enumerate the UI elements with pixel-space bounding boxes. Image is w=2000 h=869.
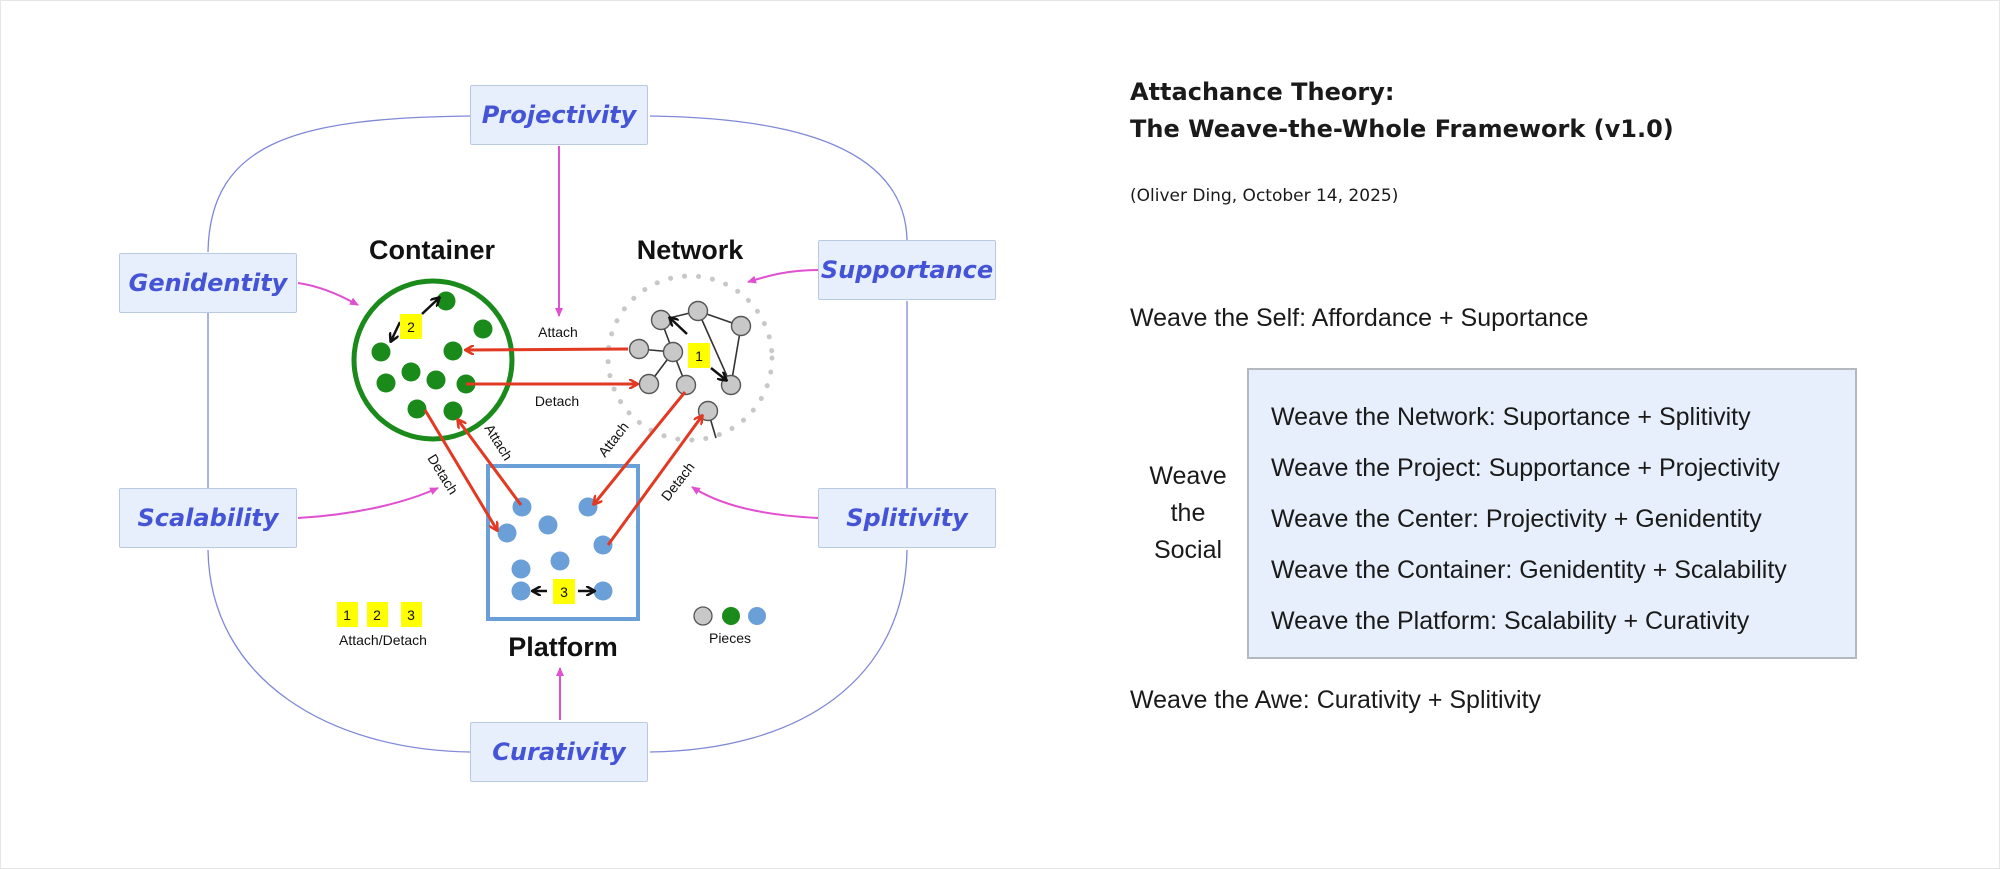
badge-2: 2	[400, 314, 422, 339]
piece	[662, 341, 684, 363]
network-pieces	[628, 300, 752, 422]
legend-badges-label: Attach/Detach	[339, 632, 427, 648]
piece	[578, 497, 598, 517]
legend-blue-piece	[748, 607, 766, 625]
concept-arrows	[297, 146, 819, 720]
svg-text:1: 1	[695, 348, 703, 364]
piece	[512, 497, 532, 517]
piece	[443, 341, 463, 361]
piece	[687, 300, 709, 322]
badge-1: 1	[688, 343, 710, 368]
concept-scalability: Scalability	[119, 488, 297, 548]
legend-badge-2	[367, 602, 388, 627]
detach-label-top: Detach	[535, 393, 579, 409]
piece	[538, 515, 558, 535]
svg-text:3: 3	[560, 584, 568, 600]
piece	[511, 559, 531, 579]
concept-splitivity: Splitivity	[818, 488, 996, 548]
legend-green-piece	[722, 607, 740, 625]
concept-projectivity: Projectivity	[470, 85, 648, 145]
legend-badge-1	[337, 602, 358, 627]
platform-pieces	[497, 497, 613, 601]
detach-label-left: Detach	[424, 451, 461, 497]
piece	[497, 523, 517, 543]
pieces-legend: Pieces	[693, 606, 766, 646]
piece	[426, 370, 446, 390]
piece	[401, 362, 421, 382]
piece	[436, 291, 456, 311]
weave-awe: Weave the Awe: Curativity + Splitivity	[1130, 686, 1542, 714]
weave-diagram: Container Network Platform Att	[207, 115, 908, 753]
piece	[650, 309, 672, 331]
piece	[407, 399, 427, 419]
page-title: Attachance Theory: The Weave-the-Whole F…	[1130, 74, 1674, 148]
weave-social-label: Weave the Social	[1149, 462, 1227, 564]
piece	[511, 581, 531, 601]
legend-badge-3	[401, 602, 422, 627]
social-item-center: Weave the Center: Projectivity + Geniden…	[1271, 505, 1762, 533]
legend-pieces-label: Pieces	[709, 630, 751, 646]
concept-curativity: Curativity	[470, 722, 648, 782]
badge-legend: 1 2 3 Attach/Detach	[337, 602, 427, 648]
piece	[675, 374, 697, 396]
piece	[443, 401, 463, 421]
weave-self: Weave the Self: Affordance + Suportance	[1130, 304, 1589, 332]
svg-text:2: 2	[407, 319, 415, 335]
container-title: Container	[369, 235, 496, 265]
platform-title: Platform	[508, 632, 618, 662]
title-line-2: The Weave-the-Whole Framework (v1.0)	[1130, 115, 1674, 143]
weave-social-box: Weave the Network: Suportance + Splitivi…	[1247, 368, 1857, 659]
title-line-1: Attachance Theory:	[1130, 78, 1395, 106]
piece	[593, 535, 613, 555]
author-date: (Oliver Ding, October 14, 2025)	[1130, 186, 1399, 206]
platform-region	[486, 464, 640, 621]
piece	[371, 342, 391, 362]
attach-label-right: Attach	[595, 419, 632, 460]
piece	[638, 373, 660, 395]
piece	[473, 319, 493, 339]
piece	[628, 338, 650, 360]
piece	[730, 315, 752, 337]
concept-genidentity: Genidentity	[119, 253, 297, 313]
legend-gray-piece	[693, 606, 713, 626]
network-title: Network	[637, 235, 745, 265]
piece	[593, 581, 613, 601]
detach-label-right: Detach	[658, 459, 698, 504]
social-item-network: Weave the Network: Suportance + Splitivi…	[1271, 403, 1751, 431]
svg-text:2: 2	[373, 607, 381, 623]
social-item-platform: Weave the Platform: Scalability + Curati…	[1271, 607, 1750, 635]
relation-arrows	[391, 298, 726, 591]
svg-text:3: 3	[407, 607, 415, 623]
social-item-container: Weave the Container: Genidentity + Scala…	[1271, 556, 1787, 584]
attach-label-top: Attach	[538, 324, 578, 340]
piece	[550, 551, 570, 571]
attach-detach-arrows	[423, 349, 702, 546]
social-item-project: Weave the Project: Supportance + Project…	[1271, 454, 1780, 482]
svg-text:1: 1	[343, 607, 351, 623]
concept-supportance: Supportance	[818, 240, 996, 300]
concept-loop	[207, 115, 908, 753]
piece	[376, 373, 396, 393]
container-pieces	[371, 291, 493, 421]
container-region	[351, 278, 515, 442]
badge-3: 3	[553, 579, 575, 604]
